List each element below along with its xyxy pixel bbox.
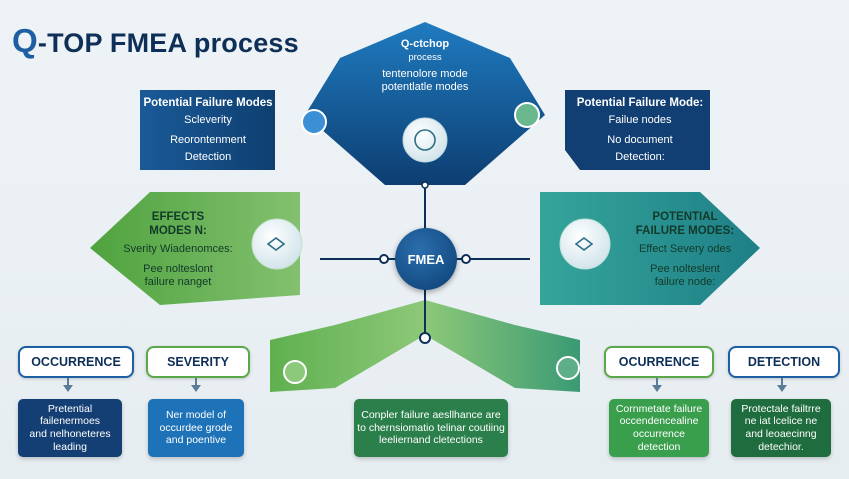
arrow-stem-3 bbox=[656, 378, 658, 385]
pill-detection: DETECTION bbox=[728, 346, 840, 378]
right-modes-panel: POTENTIAL FAILURE MODES: Effect Severy o… bbox=[610, 210, 760, 290]
green-dot-icon bbox=[514, 102, 540, 128]
arrow-down-icon bbox=[191, 385, 201, 392]
gear-icon-ring bbox=[414, 129, 436, 151]
box-line: ne iat lcelice ne bbox=[744, 415, 818, 428]
gear-icon bbox=[402, 117, 448, 163]
pill-occurrence-right: OCURRENCE bbox=[604, 346, 714, 378]
top-panel-line2: process bbox=[408, 51, 442, 63]
box-severity: Ner model of occurdee grode and poentive bbox=[148, 399, 244, 457]
left-effects-head2: MODES N: bbox=[149, 225, 207, 238]
box-line: Conpler failure aesllhance are bbox=[361, 409, 501, 422]
box-center-bottom: Conpler failure aesllhance are to cherns… bbox=[354, 399, 508, 457]
arrow-stem-1 bbox=[67, 378, 69, 385]
right-failure-line2: No document bbox=[607, 134, 673, 147]
page-title: Q-TOP FMEA process bbox=[12, 22, 299, 60]
box-line: and nelhoneteres bbox=[29, 428, 111, 440]
modes-bubble-icon bbox=[559, 218, 611, 270]
left-failure-panel-shape bbox=[140, 90, 275, 170]
left-failure-panel: Potential Failure Modes Scleverity Reoro… bbox=[143, 96, 273, 165]
left-failure-line3: Detection bbox=[184, 150, 232, 163]
right-failure-line3: Detection: bbox=[615, 150, 665, 163]
box-line: to chernsiomatio telinar coutiing bbox=[357, 421, 505, 434]
box-line: and leoaecinng bbox=[745, 428, 817, 440]
arrow-down-icon bbox=[63, 385, 73, 392]
left-effects-panel: EFFECTS MODES N: Sverity Wiadenomces: Pe… bbox=[108, 210, 248, 290]
box-detection: Protectale failtrre ne iat lcelice ne an… bbox=[731, 399, 831, 457]
arrow-down-icon bbox=[652, 385, 662, 392]
right-failure-head: Potential Failure Mode: bbox=[576, 97, 704, 109]
top-panel-text: Q-ctchop process tentenolore mode potent… bbox=[360, 38, 490, 95]
box-occurrence-right: Cornmetate failure occendencealine occur… bbox=[609, 399, 709, 457]
connector-node-right bbox=[461, 254, 471, 264]
box-occurrence-left: Pretential failenermoes and nelhoneteres… bbox=[18, 399, 122, 457]
bottom-left-dot-icon bbox=[283, 360, 307, 384]
top-process-panel-shape bbox=[305, 22, 545, 185]
right-modes-line1: Effect Severy odes bbox=[638, 242, 732, 255]
right-modes-line3: failure node: bbox=[654, 276, 716, 289]
left-failure-line2: Reorontenment bbox=[170, 134, 246, 147]
connector-node-bottom bbox=[419, 332, 431, 344]
modes-icon-glyph bbox=[574, 237, 594, 251]
fmea-center-node: FMEA bbox=[395, 228, 457, 290]
box-line: Pretential bbox=[47, 402, 93, 415]
effects-bubble-icon bbox=[251, 218, 303, 270]
left-failure-line1: Scleverity bbox=[184, 114, 232, 127]
top-panel-line3: tentenolore mode bbox=[382, 67, 468, 80]
left-effects-line2: Pee nolteslont bbox=[143, 262, 213, 275]
right-modes-head2: FAILURE MODES: bbox=[635, 225, 735, 238]
pill-severity: SEVERITY bbox=[146, 346, 250, 378]
bottom-right-dot-icon bbox=[556, 356, 580, 380]
blue-dot-icon bbox=[301, 109, 327, 135]
title-logo-letter: Q bbox=[12, 22, 38, 59]
bottom-flow-shape bbox=[270, 300, 580, 392]
box-line: Ner model of bbox=[165, 409, 227, 422]
pill-occurrence-left: OCCURRENCE bbox=[18, 346, 134, 378]
box-line: occurdee grode bbox=[159, 421, 233, 434]
box-line: Cornmetate failure bbox=[615, 402, 703, 415]
left-effects-head1: EFFECTS bbox=[151, 211, 205, 223]
title-text: -TOP FMEA process bbox=[37, 28, 299, 58]
box-line: Protectale failtrre bbox=[741, 402, 821, 415]
box-line: failenermoes bbox=[39, 415, 101, 428]
connector-node-top bbox=[421, 181, 429, 189]
connector-node-left bbox=[379, 254, 389, 264]
right-modes-panel-shape bbox=[540, 192, 760, 305]
left-effects-panel-shape bbox=[90, 192, 300, 305]
effects-icon-glyph bbox=[266, 237, 286, 251]
left-effects-line3: failure nanget bbox=[144, 276, 212, 289]
box-line: and poentive bbox=[165, 434, 227, 447]
top-panel-line1: Q-ctchop bbox=[400, 38, 450, 50]
right-modes-line2: Pee nolteslent bbox=[650, 262, 720, 275]
top-panel-line4: potentlatle modes bbox=[381, 81, 469, 94]
right-failure-panel: Potential Failure Mode: Failue nodes No … bbox=[572, 96, 708, 165]
box-line: leading bbox=[53, 440, 87, 453]
arrow-stem-2 bbox=[195, 378, 197, 385]
right-failure-line1: Failue nodes bbox=[608, 114, 672, 127]
box-line: occurrence bbox=[633, 428, 685, 440]
arrow-down-icon bbox=[777, 385, 787, 392]
box-line: leeliernand cletections bbox=[379, 434, 483, 447]
box-line: detection bbox=[637, 440, 681, 453]
box-line: detechior. bbox=[758, 440, 804, 453]
box-line: occendencealine bbox=[619, 415, 699, 428]
left-failure-head: Potential Failure Modes bbox=[143, 97, 273, 109]
right-modes-head1: POTENTIAL bbox=[652, 211, 718, 223]
left-effects-line1: Sverity Wiadenomces: bbox=[123, 242, 233, 255]
right-failure-panel-shape bbox=[565, 90, 710, 170]
arrow-stem-4 bbox=[781, 378, 783, 385]
